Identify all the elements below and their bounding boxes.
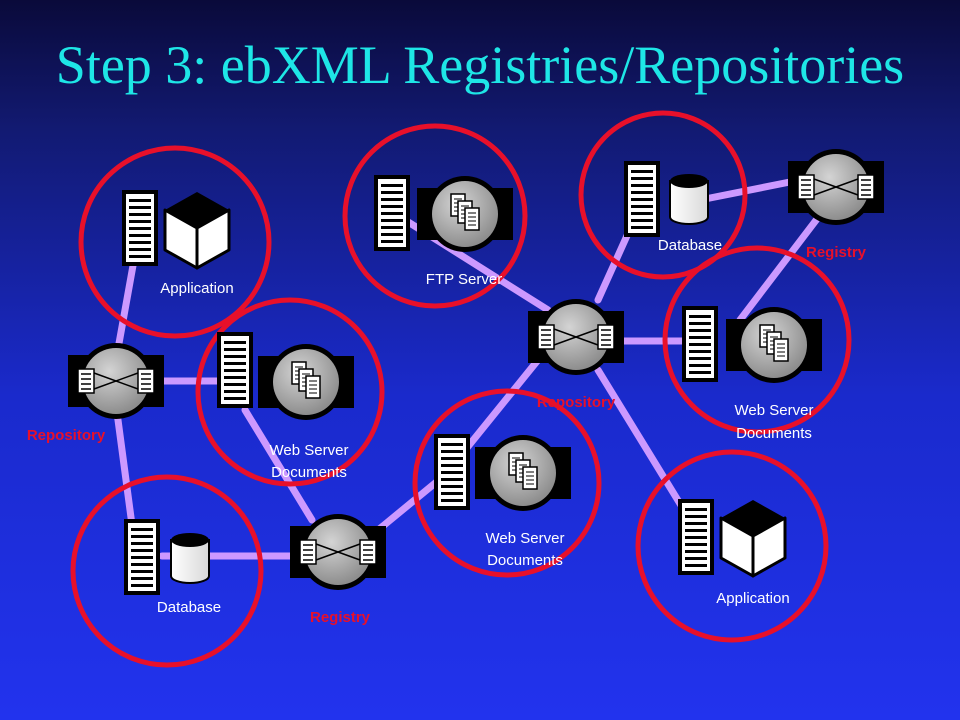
connector-line — [241, 406, 316, 524]
highlight-circle — [635, 449, 829, 643]
application-cube-icon — [719, 498, 787, 578]
highlight-circle — [70, 474, 264, 668]
label-ftp-server: FTP Server — [425, 271, 503, 288]
highlight-circle — [578, 110, 748, 280]
server-icon — [122, 190, 158, 266]
highlight-circle — [195, 297, 385, 487]
connector-line — [112, 401, 138, 544]
label-web-server: Web Server — [269, 442, 349, 459]
label-database: Database — [657, 237, 723, 254]
registry-hub-icon — [289, 513, 387, 591]
slide-title: Step 3: ebXML Registries/Repositories — [55, 35, 905, 95]
label-web-server: Web Server — [734, 402, 814, 419]
label-repository: Repository — [26, 427, 106, 444]
server-icon — [678, 499, 714, 575]
web-server-icon — [474, 434, 572, 512]
label-registry: Registry — [309, 609, 371, 626]
label-registry: Registry — [805, 244, 867, 261]
connector-line — [594, 366, 694, 524]
connector-line — [368, 471, 449, 539]
label-documents: Documents — [736, 425, 812, 442]
database-cylinder-icon — [669, 173, 709, 225]
registry-hub-icon — [787, 148, 885, 226]
highlight-circle — [342, 123, 528, 309]
highlight-circle — [662, 245, 852, 435]
label-application: Application — [716, 590, 790, 607]
server-icon — [217, 332, 253, 408]
application-cube-icon — [163, 190, 231, 270]
server-icon — [682, 306, 718, 382]
label-web-server: Web Server — [485, 530, 565, 547]
connector-line — [696, 176, 804, 204]
label-documents: Documents — [271, 464, 347, 481]
label-repository: Repository — [536, 394, 616, 411]
web-server-icon — [257, 343, 355, 421]
label-documents: Documents — [487, 552, 563, 569]
connector-line — [736, 211, 824, 324]
label-database: Database — [156, 599, 222, 616]
label-application: Application — [160, 280, 234, 297]
highlight-circle — [78, 145, 272, 339]
database-cylinder-icon — [170, 532, 210, 584]
server-icon — [124, 519, 160, 595]
server-icon — [434, 434, 470, 510]
server-icon — [374, 175, 410, 251]
highlight-circle — [412, 388, 602, 578]
repository-hub-icon — [67, 342, 165, 420]
highlight-circles — [70, 110, 852, 668]
server-icon — [624, 161, 660, 237]
